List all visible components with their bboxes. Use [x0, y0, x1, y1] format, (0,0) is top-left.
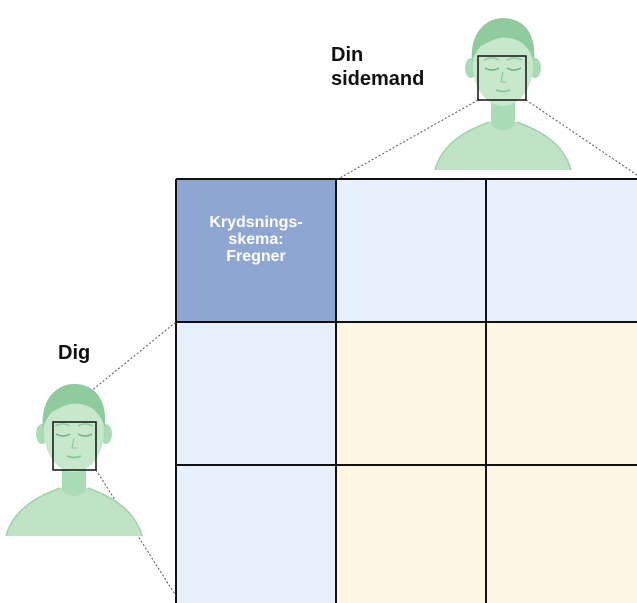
corner-cell — [176, 179, 336, 322]
header-cell-left-1 — [176, 322, 336, 465]
body-cell-1-1 — [336, 322, 486, 465]
zoom-connectors — [52, 99, 637, 597]
self-focus-box — [52, 421, 97, 471]
corner-title-line-3: Fregner — [226, 248, 286, 265]
body-cell-1-2 — [486, 322, 637, 465]
self-label: Dig — [58, 342, 91, 364]
body-cell-2-2 — [486, 465, 637, 603]
neighbour-label-line-2: sidemand — [331, 68, 425, 90]
person-head-icon — [434, 17, 572, 171]
neighbour-figure — [434, 17, 572, 171]
header-cell-left-2 — [176, 465, 336, 603]
corner-title-line-2: skema: — [228, 231, 284, 248]
body-cell-2-1 — [336, 465, 486, 603]
corner-title-line-1: Krydsnings- — [209, 214, 303, 231]
header-cell-top-2 — [486, 179, 637, 322]
neighbour-label-line-1: Din — [331, 44, 364, 66]
neighbour-label: Din sidemand — [331, 43, 424, 91]
corner-cell-title: Krydsnings- skema: Fregner — [176, 214, 336, 265]
person-head-icon — [5, 383, 143, 537]
self-figure — [5, 383, 143, 537]
neighbour-focus-box — [477, 55, 527, 101]
header-cell-top-1 — [336, 179, 486, 322]
grid-lines — [175, 178, 637, 603]
